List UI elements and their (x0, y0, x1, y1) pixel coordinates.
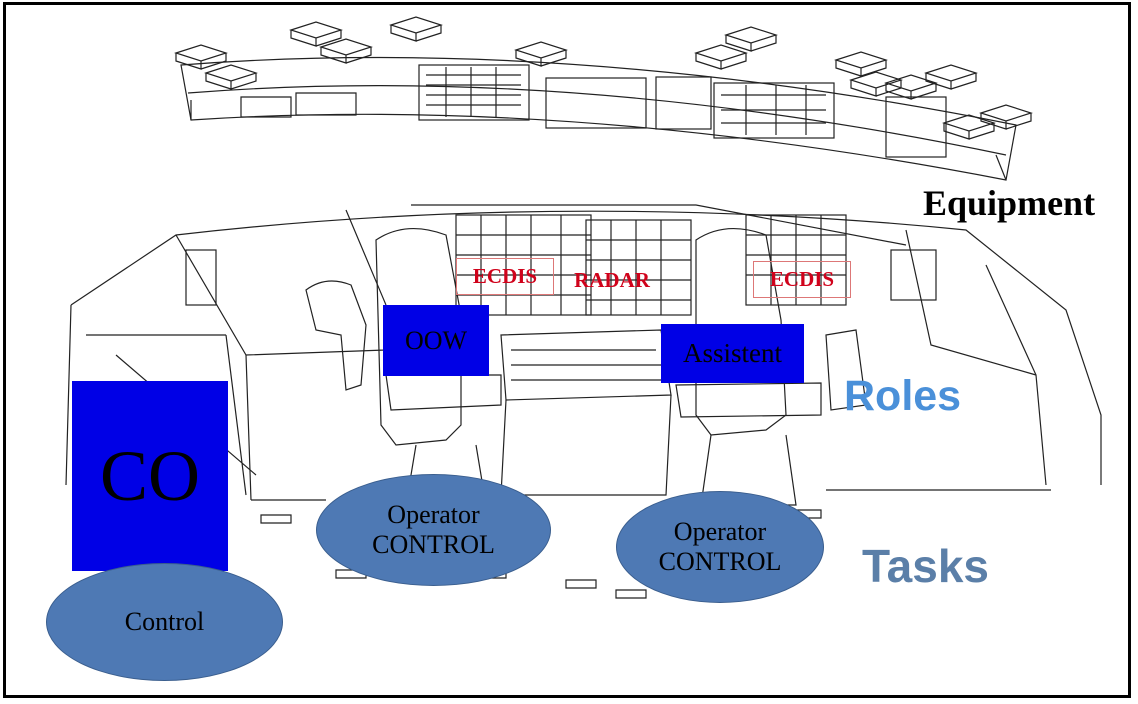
ecdis-right-screen-label: ECDIS (753, 261, 851, 298)
task-line-1: Operator (387, 500, 479, 530)
operator-control-task-ellipse-2: Operator CONTROL (616, 491, 824, 603)
diagram-frame: Equipment Roles Tasks ECDIS RADAR ECDIS … (3, 2, 1131, 698)
roles-label: Roles (844, 375, 961, 418)
task-line-1: Operator (674, 517, 766, 547)
control-task-ellipse: Control (46, 563, 283, 681)
ecdis-left-screen-label: ECDIS (456, 258, 554, 295)
tasks-label: Tasks (862, 543, 989, 589)
oow-role-box: OOW (383, 305, 489, 376)
operator-control-task-ellipse-1: Operator CONTROL (316, 474, 551, 586)
task-label: Control (125, 607, 204, 637)
equipment-label: Equipment (923, 185, 1095, 221)
assistant-role-box: Assistent (661, 324, 804, 383)
co-role-box: CO (72, 381, 228, 571)
radar-screen-label: RADAR (558, 262, 666, 299)
task-line-2: CONTROL (659, 547, 782, 577)
task-line-2: CONTROL (372, 530, 495, 560)
overhead-console-drawing (176, 17, 1031, 180)
